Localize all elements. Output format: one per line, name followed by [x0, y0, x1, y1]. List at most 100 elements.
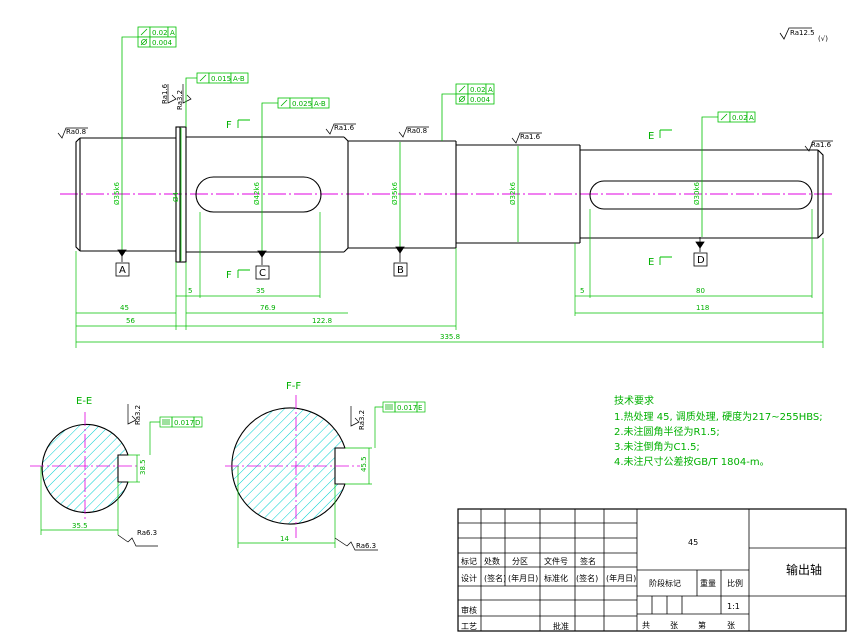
dim-118: 118 — [696, 304, 709, 312]
shaft-outline — [75, 126, 824, 263]
sheet2-label: 张 — [727, 621, 735, 630]
section-e-roughness-bottom: Ra6.3 — [137, 529, 157, 537]
sheets-label: 张 — [670, 621, 678, 630]
dim-56: 56 — [126, 317, 135, 325]
tb-design-5: (年月日) — [606, 573, 636, 583]
tolerance-symbols — [140, 28, 728, 121]
tol-3-ref: A-B — [314, 100, 326, 108]
section-e-depth: 38.5 — [139, 459, 147, 475]
page-label: 第 — [698, 620, 706, 630]
tol-2: 0.015 — [211, 75, 231, 83]
tol-4-ref: A — [488, 86, 493, 94]
tol-5: 0.02 — [732, 114, 748, 122]
note-2: 2.未注圆角半径为R1.5; — [614, 425, 720, 438]
section-f-roughness-bottom: Ra6.3 — [356, 542, 376, 550]
tol-1-runout: 0.02 — [152, 29, 168, 37]
axial-dims — [75, 209, 824, 348]
tol-5-ref: A — [749, 114, 754, 122]
review: 审核 — [461, 605, 477, 615]
section-f-roughness-top: Ra3.2 — [358, 410, 366, 430]
note-3: 3.未注倒角为C1.5; — [614, 440, 700, 453]
tol-1-cyl: 0.004 — [152, 39, 173, 47]
title-block-text: 45 输出轴 标记 处数 分区 文件号 签名 设计 (签名) (年月日) 标准化… — [461, 538, 822, 631]
roughness-label-5: Ra1.6 — [811, 141, 832, 149]
symmetry-icon — [162, 419, 170, 425]
tb-design-3: 标准化 — [544, 573, 568, 583]
dim-35: 35 — [256, 287, 265, 295]
section-mark-labels: F F E E — [226, 120, 654, 281]
weight: 重量 — [700, 578, 716, 588]
section-f-width: 14 — [280, 535, 289, 543]
section-e-bottom: E — [648, 257, 654, 268]
part-name: 输出轴 — [786, 562, 822, 577]
section-e-title: E-E — [76, 396, 92, 407]
runout-icon — [720, 113, 728, 121]
surface-roughness-labels: Ra0.8 Ra1.6 Ra0.8 Ra1.6 Ra1.6 Ra1.6 Ra3.… — [66, 83, 832, 149]
section-e-width: 35.5 — [72, 522, 88, 530]
section-e-sym-ref: D — [195, 419, 200, 427]
process: 工艺 — [461, 622, 477, 631]
section-f-bottom: F — [226, 270, 232, 281]
approve: 批准 — [553, 621, 569, 631]
section-f-top: F — [226, 120, 232, 131]
tolerance-labels: 0.02 A 0.004 0.015 A-B 0.025 A-B 0.02 A … — [152, 29, 754, 122]
technical-notes: 技术要求 1.热处理 45, 调质处理, 硬度为217~255HBS; 2.未注… — [614, 394, 823, 468]
stage-mark: 阶段标记 — [649, 578, 681, 588]
dia-label-2: Ø4 — [172, 191, 180, 202]
section-f-title: F-F — [286, 381, 301, 392]
section-e-top: E — [648, 131, 654, 142]
tb-design-1: (签名) — [484, 573, 506, 583]
general-roughness: Ra12.5 (√) — [779, 27, 828, 43]
general-roughness-value: Ra12.5 — [790, 29, 815, 37]
title-block — [457, 508, 847, 632]
dia-label-6: Ø30k6 — [693, 182, 701, 205]
section-e-roughness-top: Ra3.2 — [134, 405, 142, 425]
dim-45: 45 — [120, 304, 129, 312]
tb-design-2: (年月日) — [508, 573, 538, 583]
datum-c: C — [259, 268, 266, 279]
section-f-view: F-F 14 45.5 0.017 E Ra3.2 Ra6.3 — [225, 381, 426, 551]
dia-label-1: Ø35k6 — [113, 182, 121, 205]
tb-design-0: 设计 — [461, 573, 477, 583]
roughness-label-4: Ra1.6 — [520, 133, 541, 141]
dia-label-5: Ø32k6 — [509, 182, 517, 205]
dim-769: 76.9 — [260, 304, 276, 312]
total-label: 共 — [642, 621, 650, 630]
section-marks — [237, 119, 672, 278]
datum-b: B — [397, 265, 404, 276]
tol-3: 0.025 — [292, 100, 312, 108]
roughness-label-1: Ra0.8 — [66, 128, 86, 136]
diameter-labels: Ø35k6 Ø4 Ø42k6 Ø35k6 Ø32k6 Ø30k6 — [113, 182, 701, 205]
roughness-label-2: Ra1.6 — [334, 124, 355, 132]
dim-1228: 122.8 — [312, 317, 332, 325]
tb-mark-0: 标记 — [461, 556, 477, 566]
tb-mark-4: 签名 — [580, 556, 596, 566]
tol-1-ref: A — [170, 29, 175, 37]
tol-2-ref: A-B — [233, 75, 245, 83]
roughness-label-6: Ra1.6 — [161, 83, 169, 104]
tb-mark-3: 文件号 — [544, 556, 568, 566]
section-e-sym: 0.017 — [174, 419, 194, 427]
note-1: 1.热处理 45, 调质处理, 硬度为217~255HBS; — [614, 410, 823, 423]
tolerance-leaders — [121, 36, 718, 151]
runout-icon — [458, 85, 466, 93]
tol-4-cyl: 0.004 — [470, 96, 491, 104]
runout-icon — [199, 74, 207, 82]
axial-dim-labels: 45 56 5 35 76.9 122.8 5 80 118 335.8 — [120, 287, 709, 341]
tb-mark-1: 处数 — [484, 556, 500, 566]
material: 45 — [688, 538, 698, 547]
tb-design-4: (签名) — [576, 573, 598, 583]
runout-icon — [280, 99, 288, 107]
surface-roughness — [57, 84, 833, 152]
dim-5a: 5 — [188, 287, 192, 295]
note-4: 4.未注尺寸公差按GB/T 1804-m。 — [614, 455, 770, 468]
notes-title: 技术要求 — [614, 394, 654, 407]
diameter-dims — [121, 128, 703, 261]
datum-markers — [115, 237, 708, 280]
roughness-label-3: Ra0.8 — [407, 127, 427, 135]
section-f-sym: 0.017 — [397, 404, 417, 412]
runout-icon — [140, 28, 148, 36]
tol-4-runout: 0.02 — [470, 86, 486, 94]
dia-label-3: Ø42k6 — [253, 182, 261, 205]
